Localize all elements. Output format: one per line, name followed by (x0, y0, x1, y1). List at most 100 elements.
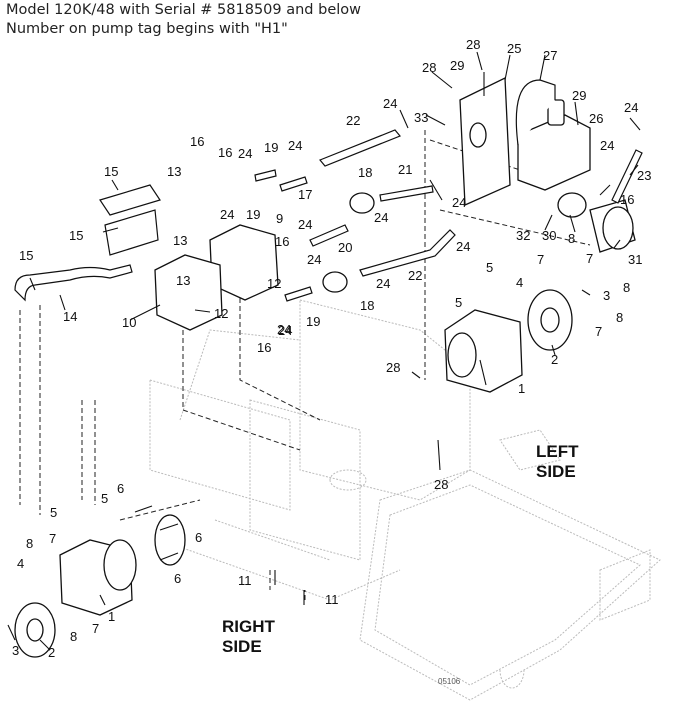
hose-22-lower (359, 229, 456, 277)
callout-16: 16 (190, 134, 204, 149)
callout-3: 3 (603, 288, 610, 303)
hose-19-upper (254, 169, 277, 182)
callout-14: 14 (63, 309, 77, 324)
callout-7: 7 (92, 621, 99, 636)
callout-28: 28 (386, 360, 400, 375)
callout-1: 1 (518, 381, 525, 396)
callout-16: 16 (257, 340, 271, 355)
callout-7: 7 (586, 251, 593, 266)
chassis-frame (149, 299, 661, 701)
hose-22-upper (319, 129, 401, 167)
callout-22: 22 (346, 113, 360, 128)
callout-11: 11 (238, 573, 252, 588)
wheel-motor-left-face (447, 332, 477, 378)
callout-13: 13 (167, 164, 181, 179)
right-side-label-line2: SIDE (222, 637, 262, 656)
callout-24: 24 (238, 146, 252, 161)
stud-6-b (159, 523, 179, 531)
callout-24: 24 (624, 100, 638, 115)
callout-22: 22 (408, 268, 422, 283)
hose-20 (309, 224, 349, 247)
diagram-title-model: Model 120K/48 with Serial # 5818509 and … (6, 2, 362, 18)
oil-filter-end (602, 206, 634, 250)
tee-fitting-upper (349, 192, 375, 214)
reservoir-filler-neck (547, 99, 565, 126)
callout-9: 9 (276, 211, 283, 226)
figure-code: 05106 (438, 677, 461, 686)
hose-15-bend (104, 209, 159, 256)
hose-23 (611, 149, 643, 204)
callout-10: 10 (122, 315, 136, 330)
callout-24: 24 (220, 207, 234, 222)
hose-14 (14, 264, 133, 302)
callout-2: 2 (551, 352, 558, 367)
callout-30: 30 (542, 228, 556, 243)
callout-labels: 28 25 27 28 29 29 26 24 33 24 22 24 23 1… (12, 37, 651, 660)
callout-15: 15 (104, 164, 118, 179)
callout-13: 13 (173, 233, 187, 248)
hose-19-lower (284, 286, 313, 302)
callout-11: 11 (325, 592, 339, 607)
callout-33: 33 (414, 110, 428, 125)
hose-15-left (99, 184, 161, 216)
callout-24: 24 (452, 195, 466, 210)
callout-2: 2 (48, 645, 55, 660)
callout-27: 27 (543, 48, 557, 63)
callout-31: 31 (628, 252, 642, 267)
callout-25: 25 (507, 41, 521, 56)
wheel-motor-right-body (103, 539, 137, 591)
callout-4: 4 (516, 275, 523, 290)
callout-24: 24 (307, 252, 321, 267)
callout-28: 28 (466, 37, 480, 52)
stud-6-c (159, 552, 179, 561)
callout-28: 28 (422, 60, 436, 75)
right-side-label-line1: RIGHT (222, 617, 276, 636)
callout-19: 19 (264, 140, 278, 155)
hydraulic-reservoir (517, 114, 591, 191)
callout-16: 16 (620, 192, 634, 207)
callout-23: 23 (637, 168, 651, 183)
callout-5: 5 (455, 295, 462, 310)
callout-8: 8 (623, 280, 630, 295)
callout-5: 5 (486, 260, 493, 275)
callout-8: 8 (70, 629, 77, 644)
callout-7: 7 (537, 252, 544, 267)
wheel-hub-left-center (540, 307, 560, 333)
callout-6: 6 (174, 571, 181, 586)
callout-24: 24 (600, 138, 614, 153)
callout-21: 21 (398, 162, 412, 177)
callout-13: 13 (176, 273, 190, 288)
hose-21 (379, 185, 434, 202)
tee-fitting-lower (322, 271, 348, 293)
callout-32: 32 (516, 228, 530, 243)
wheel-seal-right (154, 514, 186, 566)
callout-24: 24 (277, 322, 291, 337)
callout-19: 19 (246, 207, 260, 222)
diagram-title-pump-tag: Number on pump tag begins with "H1" (6, 21, 288, 37)
callout-20: 20 (338, 240, 352, 255)
callout-26: 26 (589, 111, 603, 126)
left-side-label-line2: SIDE (536, 462, 576, 481)
callout-24: 24 (376, 276, 390, 291)
callout-6: 6 (117, 481, 124, 496)
callout-17: 17 (298, 187, 312, 202)
callout-5: 5 (101, 491, 108, 506)
callout-24: 24 (278, 323, 292, 338)
hose-17 (279, 176, 308, 192)
callout-7: 7 (595, 324, 602, 339)
callout-12: 12 (267, 276, 281, 291)
callout-4: 4 (17, 556, 24, 571)
bracket-hole (469, 122, 487, 148)
callout-16: 16 (275, 234, 289, 249)
stud-6-a (134, 505, 153, 513)
callout-leaders (7, 51, 641, 651)
wheel-hub-right-center (26, 618, 44, 642)
callout-7: 7 (49, 531, 56, 546)
callout-8: 8 (26, 536, 33, 551)
alignment-lines (19, 130, 591, 600)
callout-8: 8 (568, 231, 575, 246)
callout-16: 16 (218, 145, 232, 160)
callout-3: 3 (12, 643, 19, 658)
callout-29: 29 (572, 88, 586, 103)
